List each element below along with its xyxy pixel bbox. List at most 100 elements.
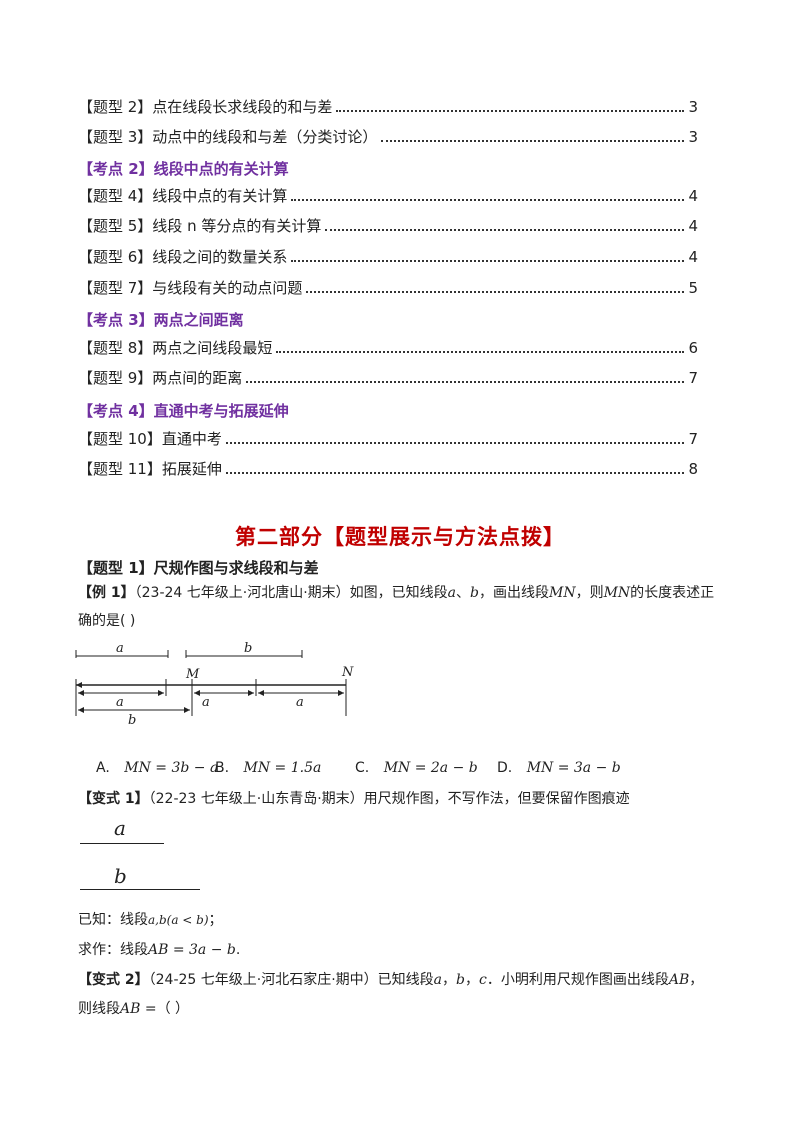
variant2-text2: ．小明利用尺规作图画出线段 — [486, 972, 669, 988]
variant2-var-c: c — [478, 972, 487, 988]
segment-b-line — [80, 889, 200, 890]
toc-entry[interactable]: 【题型 3】动点中的线段和与差（分类讨论） 3 — [78, 125, 698, 147]
example1-text4: 的长度表述正 — [630, 585, 715, 601]
variant2-line2-expr: AB = — [120, 1001, 157, 1017]
toc-entry-label: 【题型 4】线段中点的有关计算 — [78, 187, 288, 205]
option-letter: C. — [355, 760, 370, 776]
toc-section-heading[interactable]: 【考点 3】两点之间距离 — [78, 311, 244, 329]
variant2-line2: 则线段AB =（ ） — [78, 999, 189, 1019]
toc-dot-leader — [276, 350, 684, 353]
construct-prefix: 求作：线段 — [78, 942, 148, 958]
segment-figure: a b M N a a a b — [75, 641, 354, 726]
segment-a-label: a — [114, 816, 126, 840]
toc-entry-page: 4 — [688, 217, 698, 235]
variant1-tag: 【变式 1】 — [78, 791, 149, 807]
toc-entry-page: 5 — [688, 279, 698, 297]
variant2-tag: 【变式 2】 — [78, 972, 149, 988]
variant2-line2-prefix: 则线段 — [78, 1001, 120, 1017]
toc-entry-page: 6 — [688, 339, 698, 357]
toc-dot-leader — [246, 380, 684, 383]
example1-var-b: b — [470, 585, 479, 601]
example1-text2: ，画出线段 — [478, 585, 549, 601]
toc-dot-leader — [291, 259, 684, 262]
toc-entry[interactable]: 【题型 7】与线段有关的动点问题 5 — [78, 276, 698, 298]
variant2-sep: ， — [442, 972, 457, 988]
toc-dot-leader — [325, 228, 684, 231]
option-expr: MN = 1.5a — [243, 760, 322, 776]
arrowhead — [184, 707, 190, 713]
example1-tag: 【例 1】 — [78, 585, 135, 601]
known-prefix: 已知：线段 — [78, 912, 148, 928]
construct-line: 求作：线段AB = 3a − b. — [78, 940, 240, 960]
arrowhead — [78, 707, 84, 713]
toc-dot-leader — [225, 471, 684, 474]
toc-entry-page: 4 — [688, 248, 698, 266]
label-n: N — [341, 665, 354, 680]
example1-text1: （23-24 七年级上·河北唐山·期末）如图，已知线段 — [134, 585, 448, 601]
variant2-text1: （24-25 七年级上·河北石家庄·期中）已知线段 — [148, 972, 434, 988]
option-d[interactable]: D. MN = 3a − b — [497, 760, 621, 776]
toc-section-heading[interactable]: 【考点 4】直通中考与拓展延伸 — [78, 402, 289, 420]
toc-entry[interactable]: 【题型 6】线段之间的数量关系 4 — [78, 245, 698, 267]
known-expr: a,b(a < b) — [148, 913, 209, 927]
toc-entry-page: 3 — [688, 128, 698, 146]
arrowhead — [258, 690, 264, 696]
known-line: 已知：线段a,b(a < b)； — [78, 910, 223, 930]
variant2-text3: ， — [689, 972, 704, 988]
toc-dot-leader — [381, 139, 684, 142]
variant2-ab: AB — [668, 972, 690, 988]
toc-entry-label: 【题型 5】线段 n 等分点的有关计算 — [78, 217, 322, 235]
section-title: 第二部分【题型展示与方法点拨】 — [235, 525, 565, 549]
option-letter: D. — [497, 760, 513, 776]
variant2-line1: 【变式 2】（24-25 七年级上·河北石家庄·期中）已知线段a，b，c．小明利… — [78, 970, 703, 990]
label-a-mid3: a — [296, 695, 304, 710]
construct-suffix: . — [235, 942, 241, 958]
toc-entry[interactable]: 【题型 4】线段中点的有关计算 4 — [78, 184, 698, 206]
label-m: M — [185, 667, 200, 682]
example1-text3: ，则 — [575, 585, 604, 601]
variant2-var-b: b — [456, 972, 465, 988]
example1-mn: MN — [548, 585, 576, 601]
toc-entry-page: 7 — [688, 430, 698, 448]
option-c[interactable]: C. MN = 2a − b — [355, 760, 478, 776]
label-a-mid: a — [116, 695, 124, 710]
construct-expr: AB = 3a − b — [148, 942, 236, 958]
example1-sep: 、 — [456, 585, 471, 601]
toc-entry-page: 4 — [688, 187, 698, 205]
toc-entry[interactable]: 【题型 5】线段 n 等分点的有关计算 4 — [78, 214, 698, 236]
toc-entry-label: 【题型 11】拓展延伸 — [78, 460, 222, 478]
example1-line1: 【例 1】（23-24 七年级上·河北唐山·期末）如图，已知线段a、b，画出线段… — [78, 583, 714, 603]
segment-b-label: b — [114, 864, 127, 888]
toc-entry[interactable]: 【题型 8】两点之间线段最短 6 — [78, 336, 698, 358]
toc-entry[interactable]: 【题型 10】直通中考 7 — [78, 427, 698, 449]
label-a-top: a — [116, 641, 124, 656]
known-suffix: ； — [208, 912, 223, 928]
toc-entry[interactable]: 【题型 11】拓展延伸 8 — [78, 457, 698, 479]
example1-mn: MN — [603, 585, 631, 601]
toc-entry-page: 8 — [688, 460, 698, 478]
segment-a-line — [80, 843, 164, 844]
toc-entry[interactable]: 【题型 9】两点间的距离 7 — [78, 366, 698, 388]
option-b[interactable]: B. MN = 1.5a — [215, 760, 321, 776]
toc-dot-leader — [291, 198, 684, 201]
option-expr: MN = 2a − b — [383, 760, 478, 776]
toc-entry-label: 【题型 8】两点之间线段最短 — [78, 339, 273, 357]
arrowhead — [158, 690, 164, 696]
option-letter: A. — [96, 760, 110, 776]
toc-entry-label: 【题型 3】动点中的线段和与差（分类讨论） — [78, 128, 378, 146]
toc-entry-label: 【题型 2】点在线段长求线段的和与差 — [78, 98, 333, 116]
toc-entry-label: 【题型 6】线段之间的数量关系 — [78, 248, 288, 266]
option-a[interactable]: A. MN = 3b − a — [96, 760, 218, 776]
option-letter: B. — [215, 760, 230, 776]
option-expr: MN = 3b − a — [124, 760, 219, 776]
label-b-bottom: b — [128, 713, 136, 726]
toc-entry-label: 【题型 7】与线段有关的动点问题 — [78, 279, 303, 297]
option-expr: MN = 3a − b — [526, 760, 621, 776]
toc-entry-label: 【题型 10】直通中考 — [78, 430, 222, 448]
toc-entry[interactable]: 【题型 2】点在线段长求线段的和与差 3 — [78, 95, 698, 117]
variant2-line2-suffix: （ ） — [156, 1001, 190, 1017]
toc-section-heading[interactable]: 【考点 2】线段中点的有关计算 — [78, 160, 289, 178]
toc-entry-label: 【题型 9】两点间的距离 — [78, 369, 243, 387]
arrowhead — [76, 682, 82, 688]
